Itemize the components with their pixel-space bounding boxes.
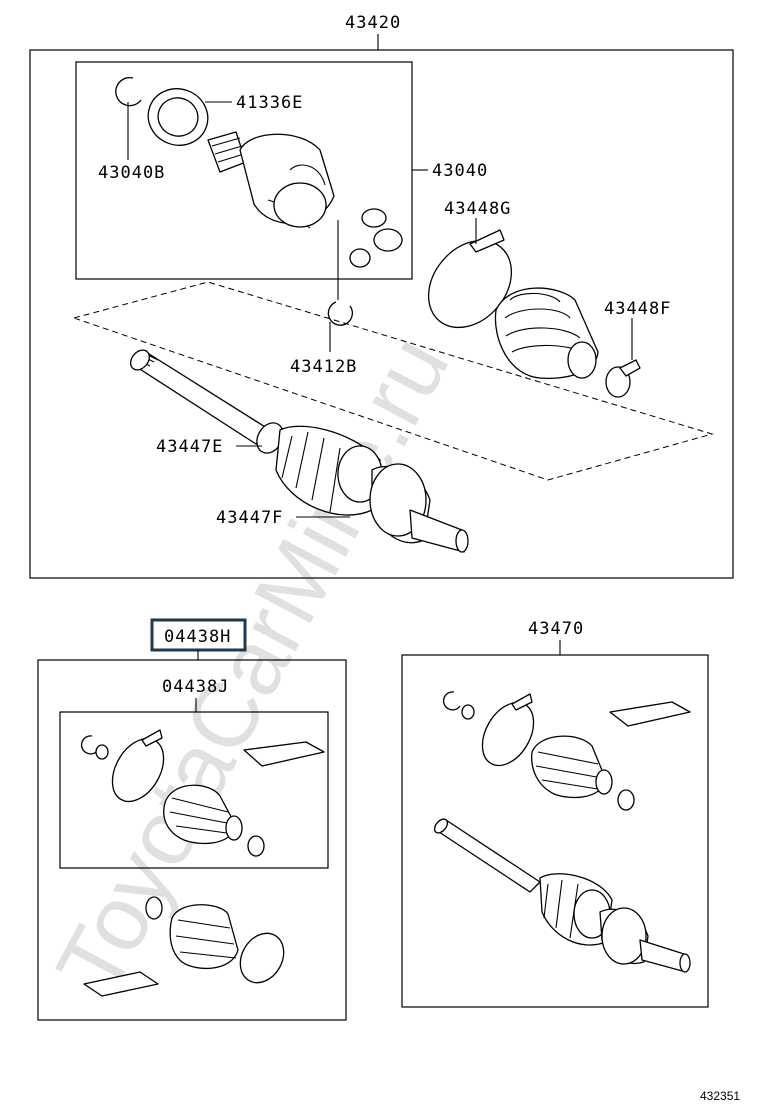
frame-assembly-43420 [29, 49, 734, 579]
frame-boot-kit-04438h [37, 659, 347, 1021]
boot-clamp-43448f[interactable] [605, 359, 641, 398]
inner-boot[interactable] [494, 287, 599, 380]
boot-clamp-43448g[interactable] [412, 224, 529, 344]
kit-j-parts[interactable] [81, 729, 325, 857]
snap-ring-43040b[interactable] [115, 76, 142, 107]
drive-shaft[interactable] [127, 346, 469, 553]
label-43412b[interactable]: 43412B [290, 357, 357, 377]
label-43040[interactable]: 43040 [432, 161, 488, 181]
inner-joint-housing[interactable] [207, 131, 335, 229]
label-43447e[interactable]: 43447E [156, 437, 223, 457]
label-04438j[interactable]: 04438J [162, 677, 229, 697]
label-04438h[interactable]: 04438H [164, 627, 231, 647]
label-43040b[interactable]: 43040B [98, 163, 165, 183]
exploded-region [72, 281, 714, 481]
snap-ring-43412b[interactable] [327, 301, 353, 326]
label-41336e[interactable]: 41336E [236, 93, 303, 113]
label-43448f[interactable]: 43448F [604, 299, 671, 319]
frame-shaft-assembly-43470 [401, 654, 709, 1008]
label-43448g[interactable]: 43448G [444, 199, 511, 219]
kit-h-parts[interactable] [83, 896, 292, 997]
label-43470[interactable]: 43470 [528, 619, 584, 639]
figure-number: 432351 [700, 1089, 740, 1103]
label-43420[interactable]: 43420 [345, 13, 401, 33]
frame-boot-kit-04438j [59, 711, 329, 869]
highlight-04438h [150, 618, 247, 652]
shaft-assembly-parts[interactable] [432, 691, 691, 973]
tripod-joint[interactable] [349, 208, 403, 268]
bearing-41336e[interactable] [140, 80, 216, 153]
label-43447f[interactable]: 43447F [216, 508, 283, 528]
